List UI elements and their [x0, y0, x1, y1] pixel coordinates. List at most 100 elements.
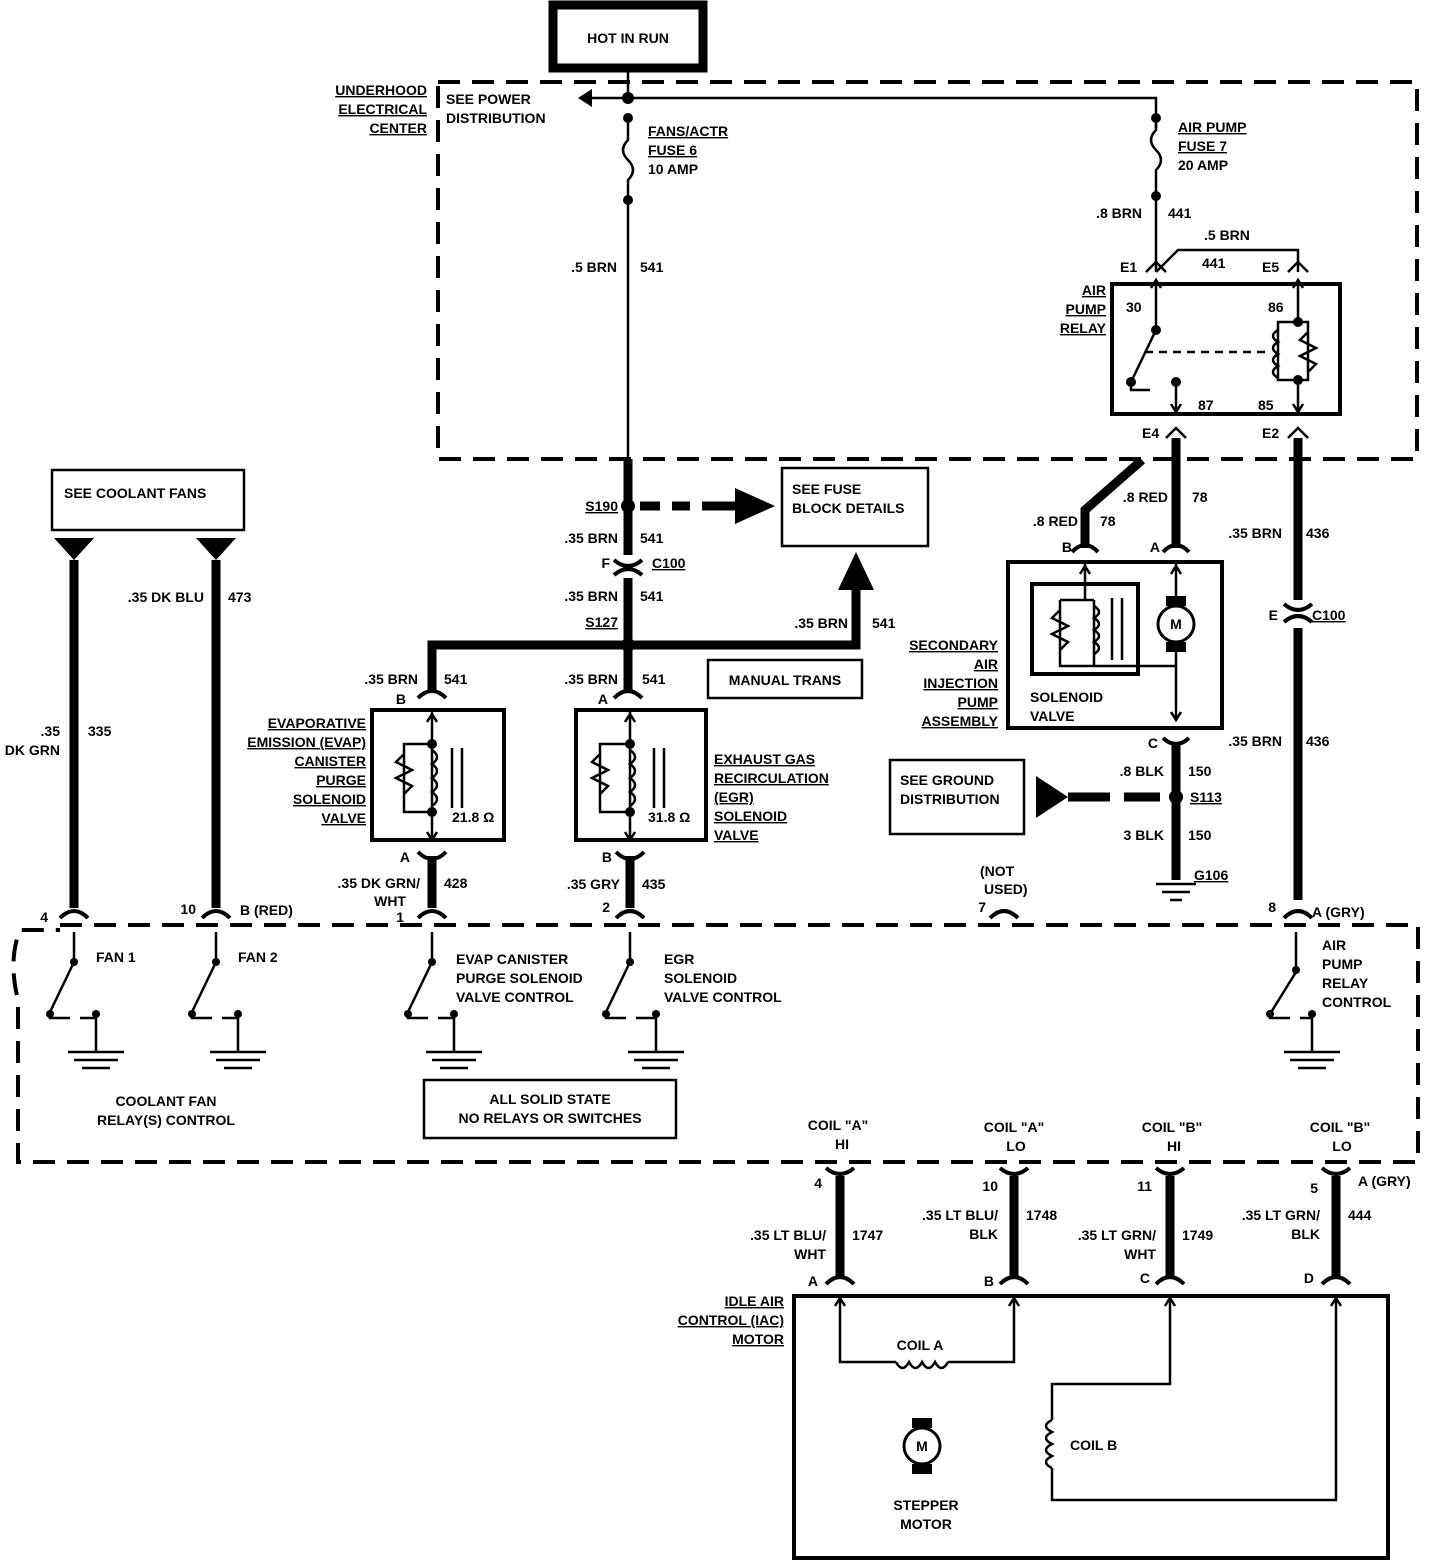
manual-trans-box: [706, 658, 864, 700]
circuit-label: 436: [1306, 733, 1330, 749]
manual-trans-arrow: [838, 552, 874, 590]
pin-label: 1: [396, 909, 404, 925]
pin-label: B: [984, 1273, 994, 1289]
connector-label: C100: [652, 555, 686, 571]
wire-label: .8 RED: [1123, 489, 1168, 505]
wire-label: .35 BRN: [1228, 525, 1282, 541]
circuit-label: 428: [444, 875, 468, 891]
pin-label: A: [598, 691, 608, 707]
fuse-block-arrow: [735, 488, 775, 524]
evap-control-label: EVAP CANISTER: [456, 951, 568, 967]
circuit-label: 444: [1348, 1207, 1372, 1223]
stepper-label: STEPPER: [893, 1497, 958, 1513]
circuit-label: 441: [1202, 255, 1226, 271]
egr-control-label: EGR: [664, 951, 694, 967]
secondary-label-2: AIR: [974, 656, 998, 672]
motor-m: M: [1170, 616, 1182, 632]
wire-label: .35 DK BLU: [128, 589, 204, 605]
egr-label-4: SOLENOID: [714, 808, 787, 824]
connector-label: A (GRY): [1358, 1173, 1411, 1189]
pin-label: B: [602, 849, 612, 865]
secondary-label-5: ASSEMBLY: [921, 713, 998, 729]
circuit-label: 1747: [852, 1227, 883, 1243]
wire-label: .35: [41, 723, 61, 739]
wire-541-branch: [427, 590, 861, 690]
feed-bus: [590, 68, 1158, 128]
connector-c100-center: [612, 558, 644, 577]
coolant-fan-arrows: [54, 538, 236, 560]
underhood-label-3: CENTER: [369, 120, 427, 136]
pin-label: 87: [1198, 397, 1214, 413]
splice-label: S127: [585, 614, 618, 630]
splice-s113: [1169, 790, 1183, 804]
iac-motor: [792, 1294, 1390, 1560]
circuit-label: 436: [1306, 525, 1330, 541]
wire-label: .8 RED: [1033, 513, 1078, 529]
resistance-label: 31.8 Ω: [648, 809, 690, 825]
wire-label: .8 BRN: [1096, 205, 1142, 221]
solid-state-label-2: NO RELAYS OR SWITCHES: [458, 1110, 641, 1126]
coil-label-2: HI: [1167, 1138, 1181, 1154]
underhood-label: UNDERHOOD: [335, 82, 427, 98]
pin-label: 5: [1310, 1180, 1318, 1196]
wire-label-2: WHT: [374, 893, 406, 909]
coil-a-label: COIL A: [897, 1337, 944, 1353]
wire-label: .35 GRY: [567, 876, 621, 892]
circuit-label: 150: [1188, 763, 1212, 779]
see-power-label-2: DISTRIBUTION: [446, 110, 546, 126]
pin-label: E: [1269, 607, 1278, 623]
solid-state-label: ALL SOLID STATE: [489, 1091, 610, 1107]
pin-label: B: [1062, 539, 1072, 555]
wire-label: .35 BRN: [364, 671, 418, 687]
coil-b-label: COIL B: [1070, 1437, 1117, 1453]
wire-335-473: [69, 560, 221, 908]
wire-78-b: [1080, 456, 1145, 548]
wire-label: .5 BRN: [1204, 227, 1250, 243]
pin-label: C: [1148, 735, 1158, 751]
coil-label: COIL "A": [984, 1119, 1044, 1135]
pin-label: A: [400, 849, 410, 865]
secondary-air-injection-pump: [1006, 543, 1224, 730]
egr-solenoid: [574, 689, 708, 861]
fuse7-label: AIR PUMP: [1178, 119, 1246, 135]
junction-dot: [622, 92, 634, 104]
pin-label: 4: [40, 909, 48, 925]
solenoid-valve-label: SOLENOID: [1030, 689, 1103, 705]
wire-label: .5 BRN: [571, 259, 617, 275]
wire-label: .35 DK GRN/: [338, 875, 421, 891]
pin-label: 85: [1258, 397, 1274, 413]
pin-label: 4: [814, 1175, 822, 1191]
see-coolant-label: SEE COOLANT FANS: [64, 485, 206, 501]
coil-label-2: LO: [1332, 1138, 1352, 1154]
circuit-label: 1749: [1182, 1227, 1213, 1243]
see-power-arrow: [578, 89, 592, 107]
iac-label-3: MOTOR: [732, 1331, 784, 1347]
coil-label-2: HI: [835, 1136, 849, 1152]
solenoid-valve-label-2: VALVE: [1030, 708, 1075, 724]
wire-label: .35 LT GRN/: [1242, 1207, 1320, 1223]
circuit-label: 541: [640, 259, 664, 275]
ground-label: G106: [1194, 867, 1228, 883]
air-control-label: AIR: [1322, 937, 1346, 953]
wire-label: .35 LT GRN/: [1078, 1227, 1156, 1243]
wire-label: .35 BRN: [564, 530, 618, 546]
stepper-label-2: MOTOR: [900, 1516, 952, 1532]
evap-label-4: PURGE: [316, 772, 366, 788]
underhood-electrical-center-boundary: [436, 80, 1419, 461]
relay-label-3: RELAY: [1060, 320, 1107, 336]
circuit-label: 441: [1168, 205, 1192, 221]
air-pump-relay: [1110, 260, 1342, 439]
splice-s190: [621, 499, 635, 513]
wire-label-2: BLK: [969, 1226, 998, 1242]
motor-m: M: [916, 1438, 928, 1454]
wire-label: .35 LT BLU/: [750, 1227, 826, 1243]
see-fuse-label-2: BLOCK DETAILS: [792, 500, 905, 516]
evap-control-label-2: PURGE SOLENOID: [456, 970, 583, 986]
connector-label: C100: [1312, 607, 1346, 623]
circuit-label: 541: [642, 671, 666, 687]
pin-label: 11: [1137, 1178, 1152, 1194]
evap-control-label-3: VALVE CONTROL: [456, 989, 574, 1005]
egr-control-label-3: VALVE CONTROL: [664, 989, 782, 1005]
egr-label-2: RECIRCULATION: [714, 770, 829, 786]
circuit-label: 78: [1192, 489, 1208, 505]
